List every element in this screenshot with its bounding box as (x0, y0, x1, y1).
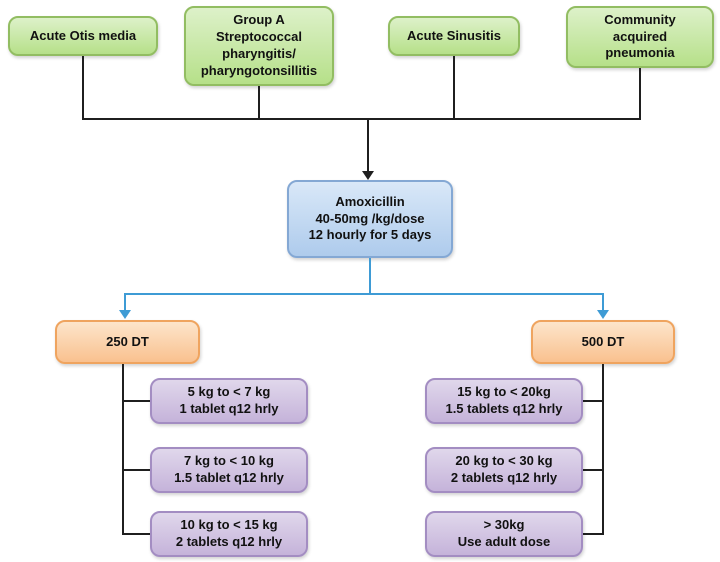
arrow-down-icon (597, 310, 609, 319)
connector-line (124, 293, 604, 295)
dose-node-20-30kg: 20 kg to < 30 kg 2 tablets q12 hrly (425, 447, 583, 493)
branch-node-250dt: 250 DT (55, 320, 200, 364)
connector-line (367, 118, 369, 171)
condition-node-community-acquired-pneumonia: Community acquired pneumonia (566, 6, 714, 68)
branch-node-500dt: 500 DT (531, 320, 675, 364)
connector-line (122, 400, 150, 402)
connector-line (639, 68, 641, 120)
condition-node-acute-sinusitis: Acute Sinusitis (388, 16, 520, 56)
arrow-down-icon (119, 310, 131, 319)
connector-line (583, 469, 604, 471)
connector-line (602, 364, 604, 535)
connector-line (122, 533, 150, 535)
connector-line (583, 533, 604, 535)
connector-line (82, 118, 641, 120)
condition-node-acute-otis-media: Acute Otis media (8, 16, 158, 56)
connector-line (369, 258, 371, 295)
connector-line (258, 86, 260, 120)
connector-line (602, 293, 604, 310)
dose-node-15-20kg: 15 kg to < 20kg 1.5 tablets q12 hrly (425, 378, 583, 424)
condition-node-group-a-strep-pharyngitis: Group A Streptococcal pharyngitis/ phary… (184, 6, 334, 86)
dose-node-7-10kg: 7 kg to < 10 kg 1.5 tablet q12 hrly (150, 447, 308, 493)
dose-node-over-30kg: > 30kg Use adult dose (425, 511, 583, 557)
dose-node-5-7kg: 5 kg to < 7 kg 1 tablet q12 hrly (150, 378, 308, 424)
connector-line (124, 293, 126, 310)
connector-line (82, 56, 84, 120)
dose-node-10-15kg: 10 kg to < 15 kg 2 tablets q12 hrly (150, 511, 308, 557)
connector-line (583, 400, 604, 402)
arrow-down-icon (362, 171, 374, 180)
connector-line (453, 56, 455, 120)
connector-line (122, 469, 150, 471)
connector-line (122, 364, 124, 535)
drug-node-amoxicillin: Amoxicillin 40-50mg /kg/dose 12 hourly f… (287, 180, 453, 258)
